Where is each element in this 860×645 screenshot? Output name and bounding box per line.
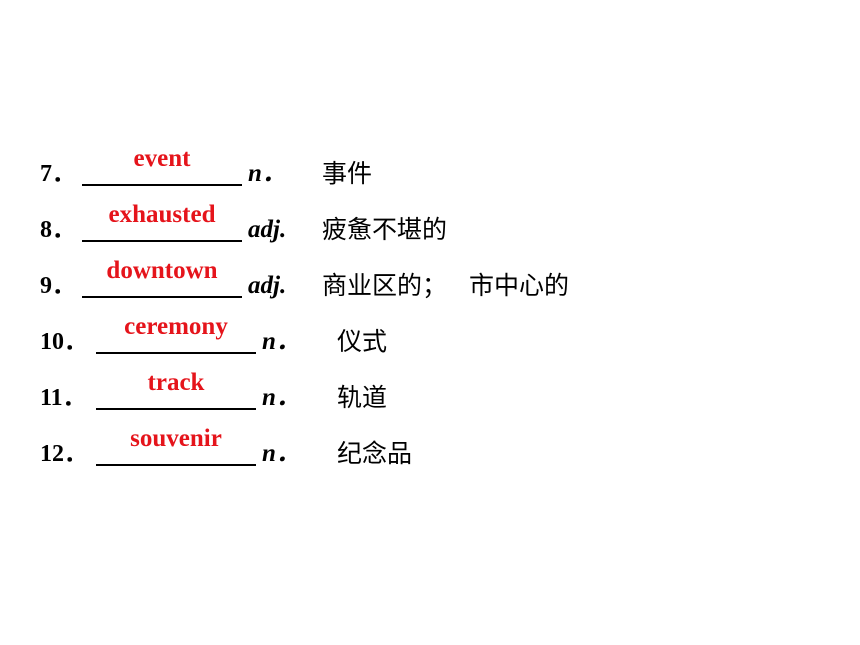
item-number: 7． [40,161,76,187]
vocab-item-8: 8． exhausted adj. 疲惫不堪的 [40,201,820,248]
chinese-meaning: 轨道 [337,383,388,412]
vocab-item-7: 7． event n． 事件 [40,145,820,192]
item-number: 11． [40,385,87,411]
chinese-meaning: 事件 [322,159,373,188]
answer-word: exhausted [108,201,216,228]
vocab-item-10: 10． ceremony n． 仪式 [40,313,820,360]
answer-word: track [147,369,205,396]
part-of-speech: n． [262,328,301,355]
item-number: 8． [40,217,76,243]
item-number: 10． [40,329,88,355]
meaning-part-2: 市中心的 [469,271,570,300]
vocab-item-11: 11． track n． 轨道 [40,369,820,416]
part-of-speech: adj. [248,272,287,299]
meaning-part-1: 商业区的； [322,271,448,300]
part-of-speech: n． [248,160,287,187]
answer-word: event [133,145,191,172]
vocab-item-12: 12． souvenir n． 纪念品 [40,425,820,472]
item-number: 9． [40,273,76,299]
answer-blank: ceremony [96,313,256,354]
vocab-item-9: 9． downtown adj. 商业区的； 市中心的 [40,257,820,304]
chinese-meaning: 商业区的； 市中心的 [322,272,569,300]
part-of-speech: n． [262,440,301,467]
part-of-speech: n． [262,384,301,411]
answer-blank: exhausted [82,201,242,242]
answer-word: ceremony [124,313,228,340]
chinese-meaning: 仪式 [337,327,388,356]
answer-word: downtown [106,257,218,284]
answer-blank: downtown [82,257,242,298]
answer-word: souvenir [130,425,222,452]
chinese-meaning: 疲惫不堪的 [322,215,448,244]
answer-blank: track [96,369,256,410]
answer-blank: event [82,145,242,186]
part-of-speech: adj. [248,216,287,243]
answer-blank: souvenir [96,425,256,466]
item-number: 12． [40,441,88,467]
chinese-meaning: 纪念品 [337,439,413,468]
